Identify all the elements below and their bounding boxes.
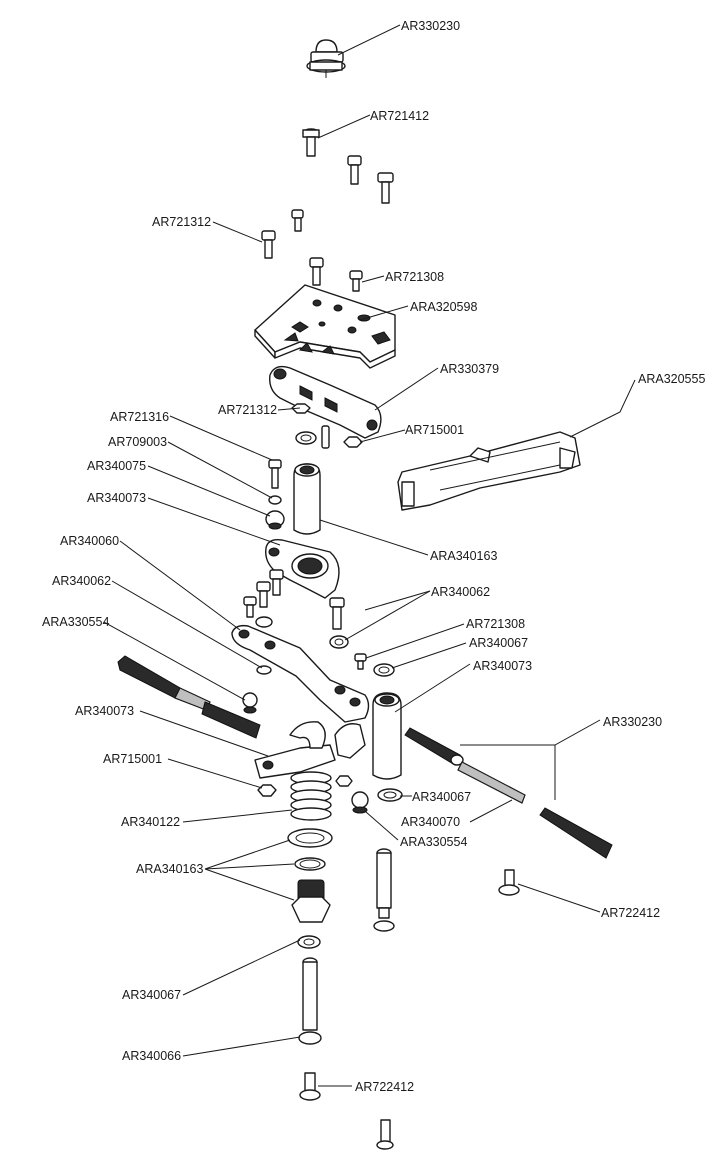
- nut-washer-group-upper: [291, 403, 363, 449]
- label-ar330379: AR330379: [440, 362, 499, 376]
- label-ar340062-b: AR340062: [431, 585, 490, 599]
- label-ara320555: ARA320555: [638, 372, 705, 386]
- screw-part-group-mid: [243, 569, 395, 677]
- label-ar330230-bottom: AR330230: [603, 715, 662, 729]
- label-ar340075: AR340075: [87, 459, 146, 473]
- label-ara330554-b: ARA330554: [400, 835, 467, 849]
- long-screw-part: [298, 848, 520, 1150]
- adjuster-nut-stack-part: [287, 828, 333, 949]
- label-ar340073-b: AR340073: [473, 659, 532, 673]
- servo-saver-arm-part: [269, 365, 382, 439]
- label-ar340060: AR340060: [60, 534, 119, 548]
- top-cap-part: [306, 39, 346, 78]
- label-ar340067-c: AR340067: [122, 988, 181, 1002]
- label-ar721308-b: AR721308: [466, 617, 525, 631]
- leader-lines: [103, 24, 636, 1087]
- steering-plate-part: [254, 284, 396, 369]
- label-ar722412-b: AR722412: [355, 1080, 414, 1094]
- label-ar340066: AR340066: [122, 1049, 181, 1063]
- nut-lower-part: [257, 775, 403, 814]
- label-ar721316: AR721316: [110, 410, 169, 424]
- label-ar340067-a: AR340067: [469, 636, 528, 650]
- label-ar721308-a: AR721308: [385, 270, 444, 284]
- link-plate-part: [231, 624, 370, 723]
- label-ara330554-a: ARA330554: [42, 615, 109, 629]
- label-ar340122: AR340122: [121, 815, 180, 829]
- label-ar709003: AR709003: [108, 435, 167, 449]
- screw-part-group-top: [261, 128, 394, 292]
- label-ar340067-b: AR340067: [412, 790, 471, 804]
- label-ar340062-a: AR340062: [52, 574, 111, 588]
- label-ar721312-b: AR721312: [218, 403, 277, 417]
- label-ara340163-a: ARA340163: [430, 549, 497, 563]
- label-ar340073-a: AR340073: [87, 491, 146, 505]
- label-ar722412-a: AR722412: [601, 906, 660, 920]
- label-ara340163-b: ARA340163: [136, 862, 203, 876]
- steering-block-part: [265, 538, 340, 599]
- spring-part: [290, 771, 332, 821]
- label-ar721312-a: AR721312: [152, 215, 211, 229]
- label-ar330230-top: AR330230: [401, 19, 460, 33]
- screw-ball-stack-part: [265, 459, 285, 530]
- steering-arm-part: [397, 431, 581, 511]
- label-ar340070: AR340070: [401, 815, 460, 829]
- label-ara320598: ARA320598: [410, 300, 477, 314]
- label-ar715001-a: AR715001: [405, 423, 464, 437]
- label-ar721412: AR721412: [370, 109, 429, 123]
- label-ar715001-b: AR715001: [103, 752, 162, 766]
- lower-steering-block-part: [254, 692, 402, 780]
- turnbuckle-rod-end-left-part: [117, 655, 261, 739]
- turnbuckle-right-part: [404, 727, 613, 859]
- pivot-post-part: [293, 463, 321, 535]
- label-ar340073-c: AR340073: [75, 704, 134, 718]
